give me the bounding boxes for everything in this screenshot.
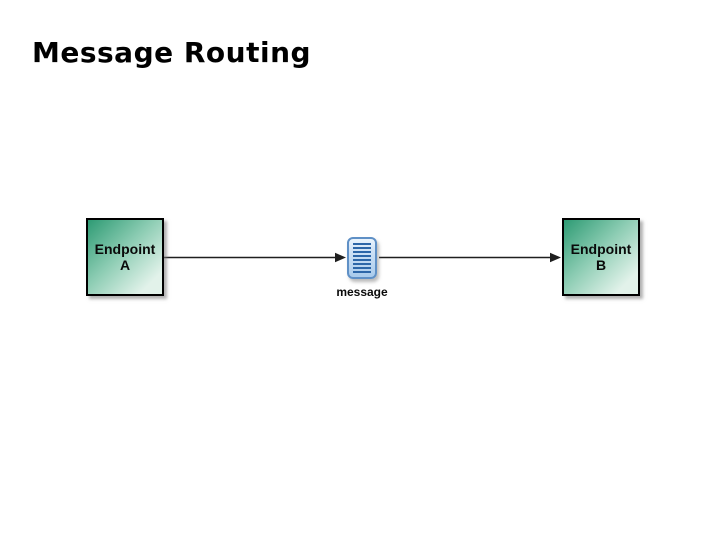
slide-title: Message Routing — [32, 36, 312, 69]
endpoint-a-node: Endpoint A — [86, 218, 164, 296]
message-document-icon — [347, 237, 377, 279]
document-text-lines-icon — [353, 243, 371, 273]
arrowhead-into-endpoint-b — [550, 252, 561, 263]
endpoint-b-node: Endpoint B — [562, 218, 640, 296]
arrowhead-into-message — [335, 252, 346, 263]
endpoint-b-label: Endpoint B — [570, 241, 632, 273]
message-label: message — [336, 285, 388, 299]
endpoint-a-label: Endpoint A — [94, 241, 156, 273]
